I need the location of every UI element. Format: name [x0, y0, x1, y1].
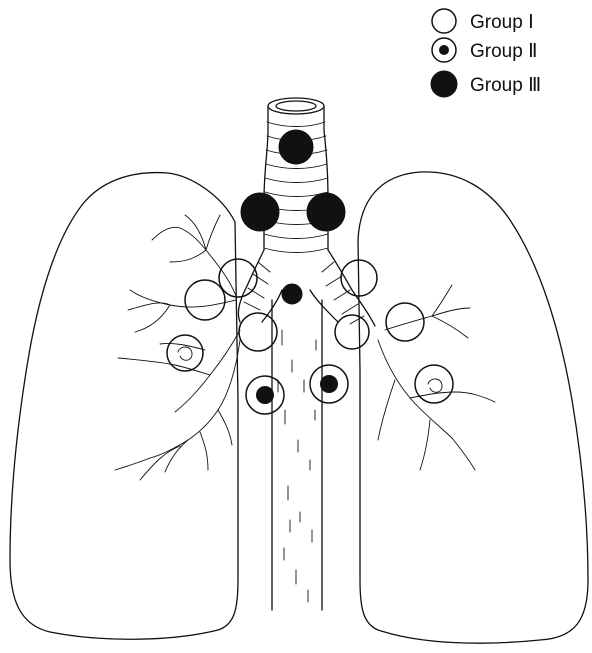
legend-group1-label: Group Ⅰ [470, 12, 534, 33]
node-right-interlobar [167, 335, 203, 371]
left-bronchial-tree [378, 285, 495, 470]
node-left-paraesophageal [310, 365, 348, 403]
node-subcarinal [282, 284, 302, 304]
node-left-interlobar [415, 365, 453, 403]
legend-group1-marker [432, 9, 456, 33]
node-right-paraesophageal [246, 376, 284, 414]
node-left-hilar-upper [386, 303, 424, 341]
node-right-paratracheal [241, 193, 279, 231]
legend-group2-label: Group Ⅱ [470, 41, 537, 62]
esophagus [272, 300, 322, 610]
left-lung-outline [358, 172, 588, 643]
node-right-hilar-upper [185, 280, 225, 320]
node-upper-paratracheal [279, 130, 313, 164]
legend-group3-marker [431, 71, 457, 97]
group2-nodes [246, 365, 348, 414]
legend-group3-label: Group Ⅲ [470, 75, 541, 96]
legend-group2-marker [432, 38, 456, 62]
node-left-hilar-lower [335, 315, 369, 349]
right-bronchial-tree [115, 215, 240, 480]
legend: Group Ⅰ Group Ⅱ Group Ⅲ [431, 9, 541, 97]
node-right-hilar-lower [239, 313, 277, 351]
node-left-paratracheal [307, 193, 345, 231]
